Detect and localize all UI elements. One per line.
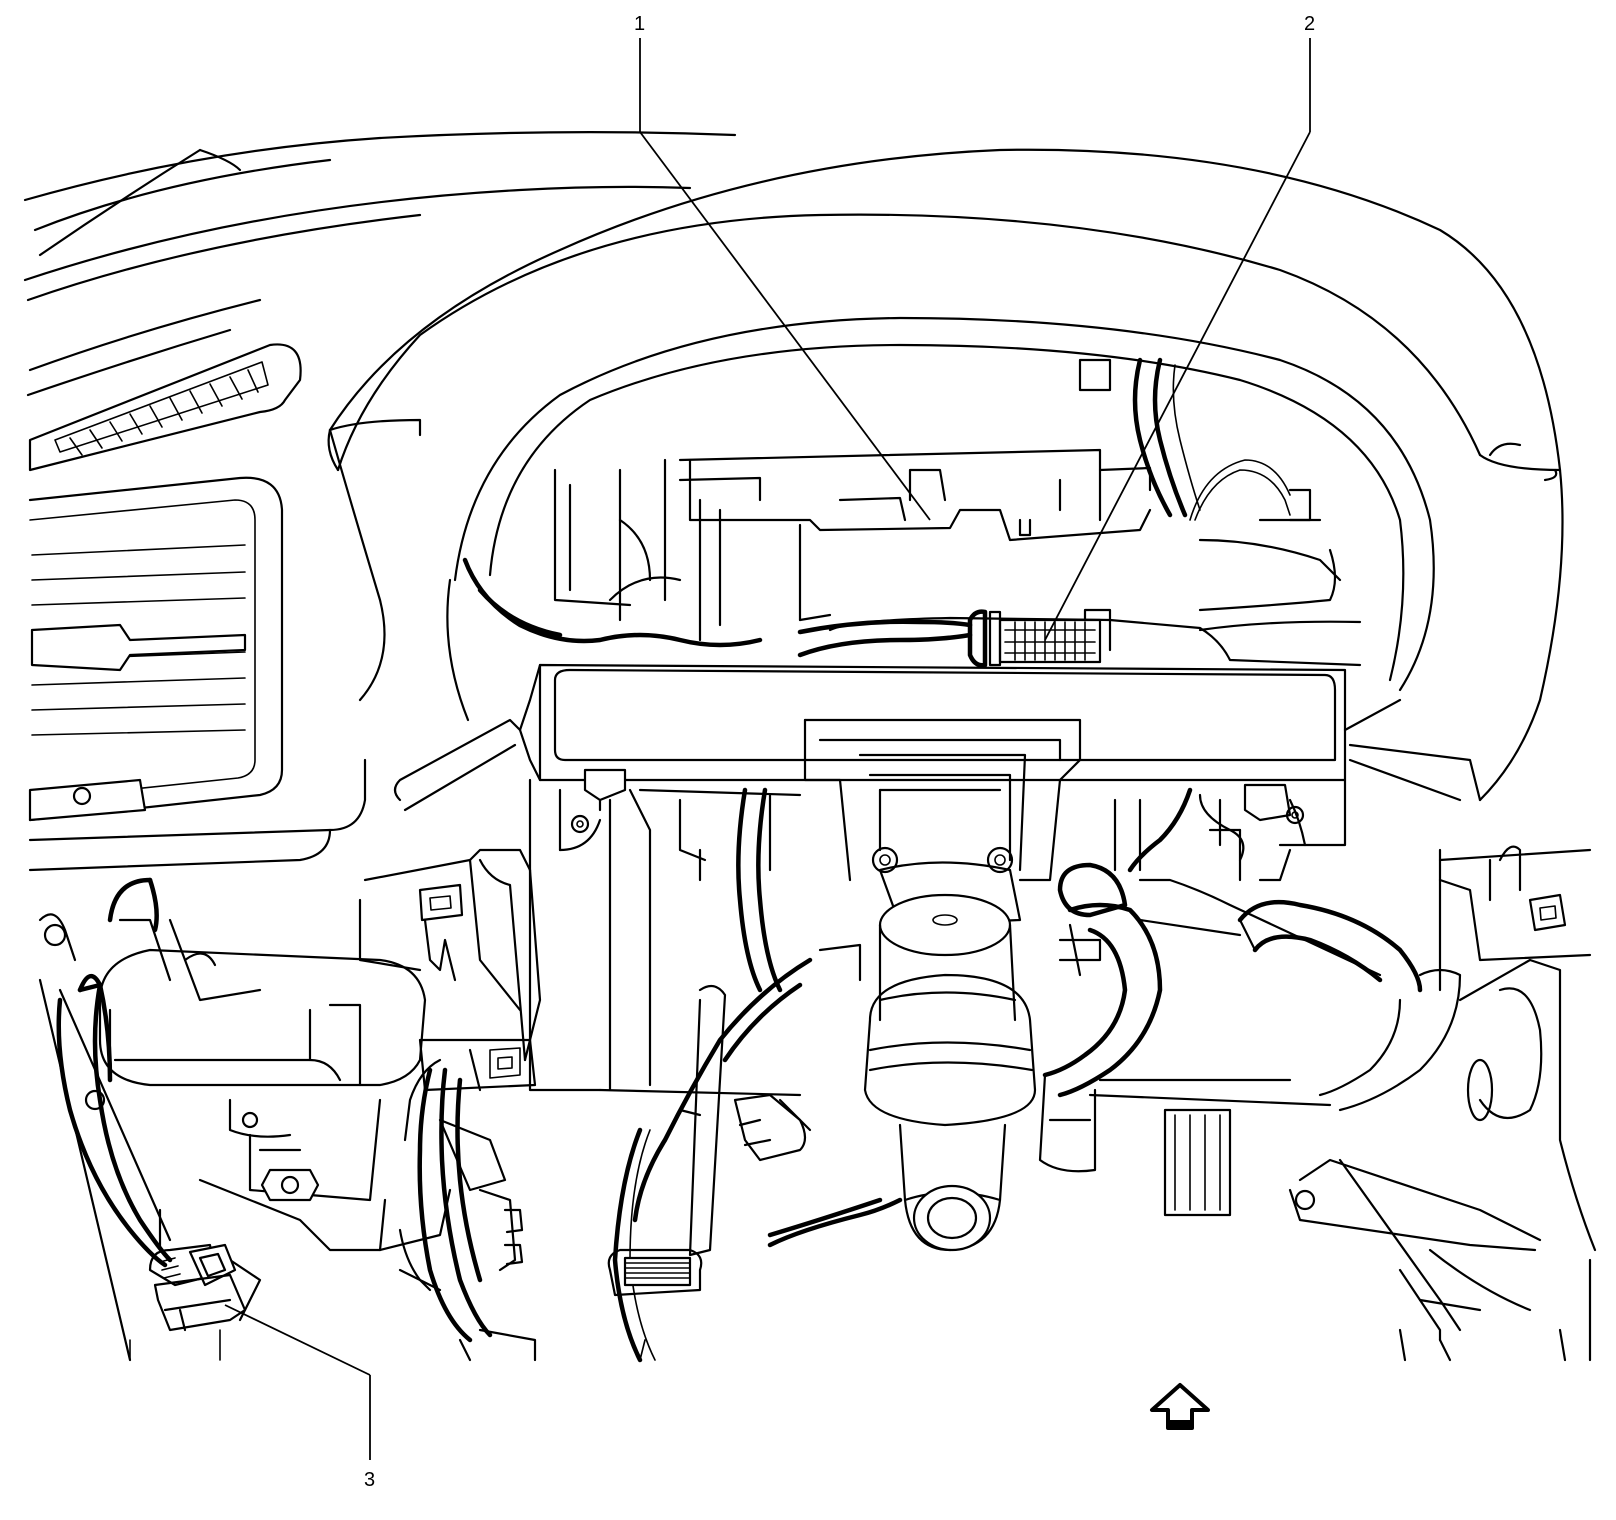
left-lower-structure (38, 913, 452, 1362)
instrument-cluster-housing (553, 358, 1362, 667)
instrument-panel-support-bracket (393, 663, 1482, 1097)
lower-left-air-vent (28, 476, 367, 872)
brake-pedal (607, 984, 727, 1297)
left-kick-panel-connector (148, 1243, 247, 1332)
right-support-bracket (1288, 845, 1597, 1362)
diagram-bottom-edge (129, 1329, 646, 1361)
steering-column (818, 861, 1102, 1252)
callout-label-1: 1 (634, 13, 645, 35)
dashboard-top-pad (23, 131, 737, 397)
accelerator-pedal-area (1088, 1078, 1332, 1217)
right-wiring-loop (1038, 862, 1163, 1173)
cluster-electrical-connector (967, 608, 1112, 668)
upper-left-air-vent (28, 343, 302, 472)
front-direction-arrow-icon (1150, 1383, 1210, 1430)
instrument-cluster-hood (327, 148, 1564, 802)
callout-label-2: 2 (1304, 13, 1315, 35)
cluster-wiring-harness (462, 357, 1291, 658)
callout-label-3: 3 (364, 1469, 375, 1491)
callout-1: 1 (634, 13, 931, 521)
steering-column-mount (803, 718, 1082, 882)
left-center-harness (398, 1067, 537, 1362)
callout-3: 3 (224, 1304, 375, 1491)
left-center-bracket (358, 848, 542, 1142)
callout-2: 2 (1044, 13, 1315, 641)
left-wiring-harness (56, 877, 173, 1268)
right-side-harness (1127, 787, 1462, 1112)
